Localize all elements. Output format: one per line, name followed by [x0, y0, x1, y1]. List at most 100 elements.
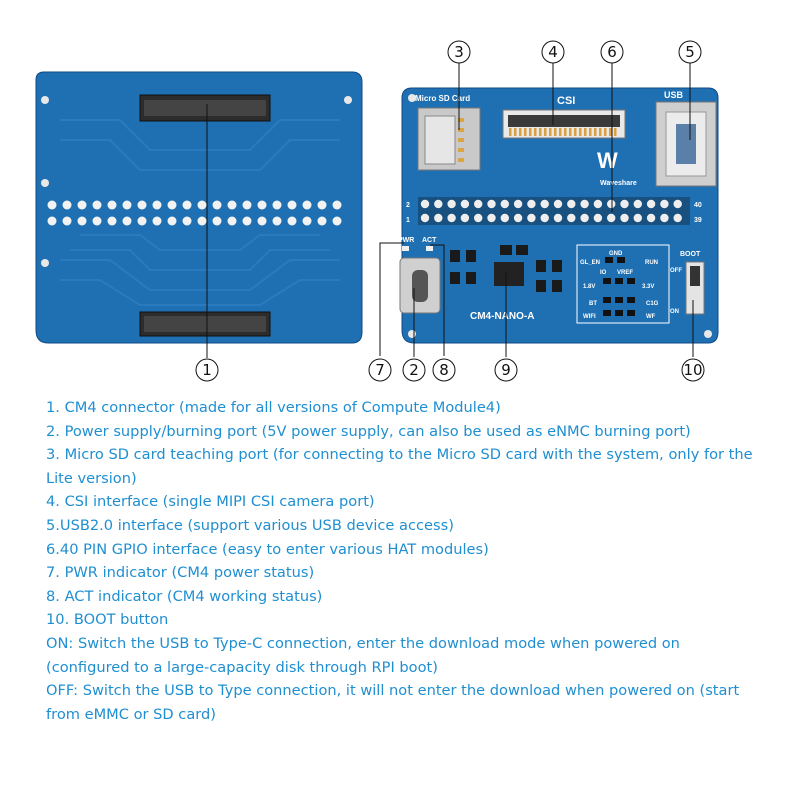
desc-csi: 4. CSI interface (single MIPI CSI camera…	[46, 493, 375, 511]
gpio-hole	[107, 216, 117, 226]
gpio-hole	[107, 200, 117, 210]
gpio-pin	[447, 199, 456, 209]
gpio-hole	[137, 216, 147, 226]
desc-cm4-connector: 1. CM4 connector (made for all versions …	[46, 399, 501, 416]
gpio-pin	[593, 213, 603, 223]
pin-label-39: 39	[694, 217, 702, 224]
gpio-hole	[227, 200, 237, 210]
gpio-hole	[257, 200, 267, 210]
gpio-pin	[567, 199, 576, 209]
gpio-hole	[197, 200, 207, 210]
gpio-pin	[447, 213, 456, 223]
gpio-hole	[92, 200, 102, 210]
callout-10: 10	[683, 361, 702, 379]
desc-pwr: 7. PWR indicator (CM4 power status)	[46, 564, 315, 582]
io-silk: IO	[600, 270, 607, 276]
gpio-pin	[474, 213, 483, 223]
gpio-hole	[62, 216, 72, 226]
csi-pin	[544, 128, 547, 136]
gpio-pin	[527, 199, 536, 209]
desc-boot-on: ON: Switch the USB to Type-C connection,…	[46, 634, 680, 676]
gpio-hole	[152, 216, 162, 226]
csi-silk: CSI	[557, 95, 575, 107]
micro-sd-silk: Micro SD Card	[415, 94, 470, 103]
csi-pin	[559, 128, 562, 136]
gpio-pin	[580, 199, 589, 209]
gpio-pin	[553, 213, 563, 223]
gpio-pin	[646, 213, 656, 223]
model-silk: CM4-NANO-A	[470, 311, 534, 322]
pin-label-2: 2	[406, 202, 410, 209]
desc-boot-off: OFF: Switch the USB to Type connection, …	[46, 682, 740, 723]
callout-5: 5	[685, 43, 695, 61]
pin-label-40: 40	[694, 202, 702, 209]
run-silk: RUN	[645, 260, 658, 266]
gpio-pin	[487, 199, 496, 209]
gpio-pin	[500, 199, 509, 209]
gpio-hole	[122, 216, 132, 226]
board-back	[35, 71, 363, 344]
gnd-silk: GND	[609, 251, 623, 257]
v18-silk: 1.8V	[583, 284, 595, 290]
gpio-pin	[434, 213, 443, 223]
csi-pin	[609, 128, 612, 136]
csi-pin	[554, 128, 557, 136]
gpio-pin	[513, 199, 523, 209]
gpio-hole	[317, 200, 327, 210]
gpio-pin	[660, 213, 669, 223]
callout-6: 6	[607, 43, 617, 61]
callout-2: 2	[409, 361, 419, 379]
gpio-hole	[182, 200, 192, 210]
gpio-pin	[540, 199, 549, 209]
usb-silk: USB	[664, 90, 684, 100]
gpio-hole	[197, 216, 207, 226]
gpio-hole	[182, 216, 192, 226]
gpio-pin	[513, 213, 523, 223]
gpio-hole	[272, 216, 282, 226]
gpio-pin	[460, 199, 470, 209]
gpio-hole	[167, 216, 177, 226]
config-jumpers	[576, 244, 670, 324]
gpio-pin	[660, 199, 669, 209]
callout-4: 4	[548, 43, 558, 61]
csi-pin	[604, 128, 607, 136]
csi-pin	[574, 128, 577, 136]
brand-silk: Waveshare	[600, 180, 637, 187]
pwr-silk: PWR	[398, 237, 414, 244]
csi-pin	[569, 128, 572, 136]
gpio-hole	[77, 216, 87, 226]
gpio-pin	[673, 213, 682, 223]
gpio-hole	[302, 200, 312, 210]
ic-chip	[494, 262, 524, 286]
csi-pin	[599, 128, 602, 136]
csi-pin	[509, 128, 512, 136]
on-silk: ON	[670, 309, 679, 315]
board-front: Micro SD Card CSI W Waveshare USB 2 1 40…	[398, 87, 719, 344]
gpio-pin	[633, 213, 642, 223]
gpio-pin	[673, 199, 682, 209]
gpio-hole	[47, 216, 57, 226]
gpio-hole	[92, 216, 102, 226]
gpio-hole	[332, 216, 342, 226]
gpio-pin	[620, 199, 629, 209]
gpio-pin	[620, 213, 629, 223]
gpio-hole	[62, 200, 72, 210]
gpio-pin	[567, 213, 576, 223]
csi-pin	[529, 128, 532, 136]
gpio-pin	[500, 213, 509, 223]
gpio-pin	[607, 213, 616, 223]
gpio-hole	[47, 200, 57, 210]
gpio-pin	[420, 199, 430, 209]
gpio-hole	[212, 200, 222, 210]
gpio-pin	[527, 213, 536, 223]
c1g-silk: C1G	[646, 301, 659, 307]
pwr-led	[402, 246, 409, 251]
gpio-hole	[332, 200, 342, 210]
csi-pin	[524, 128, 527, 136]
v33-silk: 3.3V	[642, 284, 654, 290]
wifi-silk: WIFI	[583, 314, 596, 320]
desc-boot: 10. BOOT button	[46, 611, 169, 629]
boot-silk: BOOT	[680, 251, 701, 258]
gpio-hole	[122, 200, 132, 210]
gpio-hole	[227, 216, 237, 226]
